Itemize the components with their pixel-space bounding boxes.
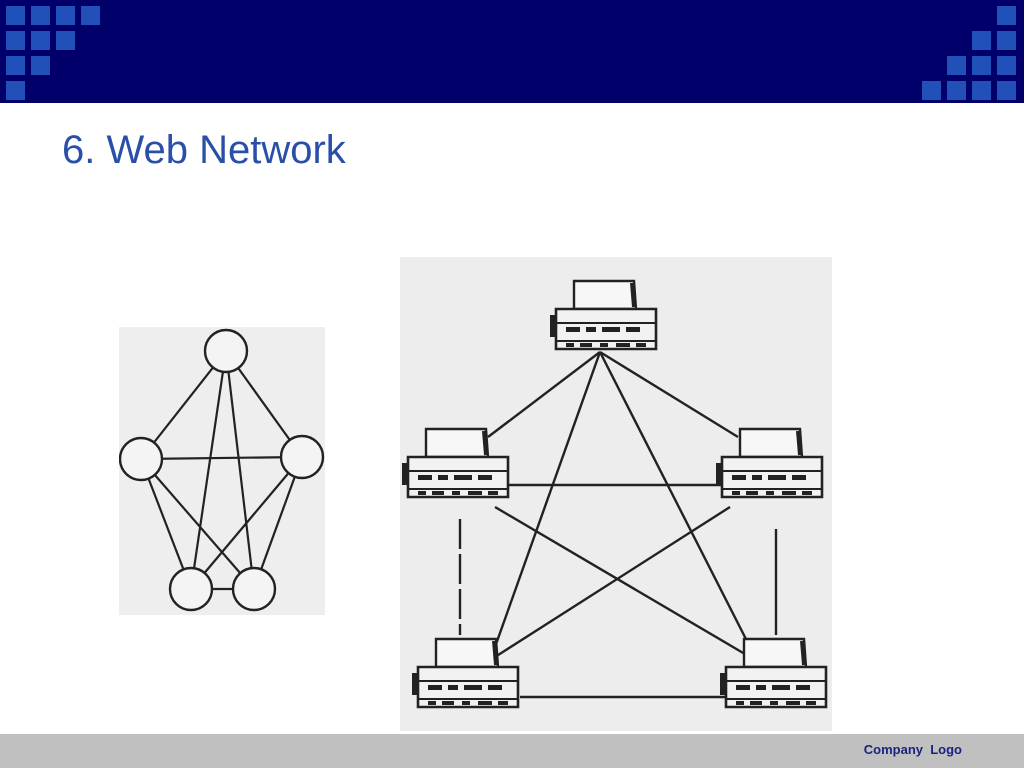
- link: [487, 351, 601, 438]
- decor-square: [972, 31, 991, 50]
- decor-square: [997, 31, 1016, 50]
- network-node: [231, 566, 277, 612]
- link: [189, 350, 228, 590]
- computer-node: [714, 427, 824, 499]
- decor-square: [31, 6, 50, 25]
- footer-bar: Company Logo: [0, 734, 1024, 768]
- mesh-circles-svg: [118, 328, 325, 612]
- decor-square: [997, 81, 1016, 100]
- decor-square: [6, 56, 25, 75]
- link: [494, 505, 731, 659]
- decor-square: [6, 81, 25, 100]
- company-logo-text: Company Logo: [863, 742, 962, 757]
- link: [224, 350, 256, 590]
- mesh-diagram-circles: [118, 327, 325, 615]
- decor-square: [6, 31, 25, 50]
- network-computers: [400, 279, 828, 709]
- mesh-computers-svg: [400, 279, 828, 709]
- mesh-links: [139, 350, 304, 591]
- decor-square: [31, 56, 50, 75]
- decor-square: [56, 6, 75, 25]
- decor-square: [56, 31, 75, 50]
- decor-square: [997, 56, 1016, 75]
- network-node: [168, 566, 214, 612]
- link: [599, 350, 739, 439]
- network-node: [118, 436, 164, 482]
- decor-square: [31, 31, 50, 50]
- decor-square: [922, 81, 941, 100]
- decor-square: [81, 6, 100, 25]
- link: [140, 458, 255, 590]
- slide-title: 6. Web Network: [62, 128, 346, 172]
- computer-node: [548, 279, 658, 351]
- decor-square: [947, 81, 966, 100]
- link: [493, 351, 602, 648]
- decor-square: [6, 6, 25, 25]
- link: [494, 505, 751, 659]
- network-node: [279, 434, 325, 480]
- link: [140, 455, 303, 461]
- mesh-diagram-computers: [400, 257, 832, 731]
- computer-node: [400, 427, 510, 499]
- link: [139, 458, 193, 590]
- decor-square: [947, 56, 966, 75]
- link: [140, 350, 227, 460]
- decor-square: [997, 6, 1016, 25]
- header-banner: [0, 0, 1024, 103]
- link: [252, 456, 304, 590]
- decor-square: [972, 56, 991, 75]
- computer-node: [410, 637, 520, 709]
- network-node: [203, 328, 249, 374]
- mesh-links: [458, 350, 778, 699]
- link: [190, 456, 303, 590]
- decor-square: [972, 81, 991, 100]
- link: [598, 351, 752, 648]
